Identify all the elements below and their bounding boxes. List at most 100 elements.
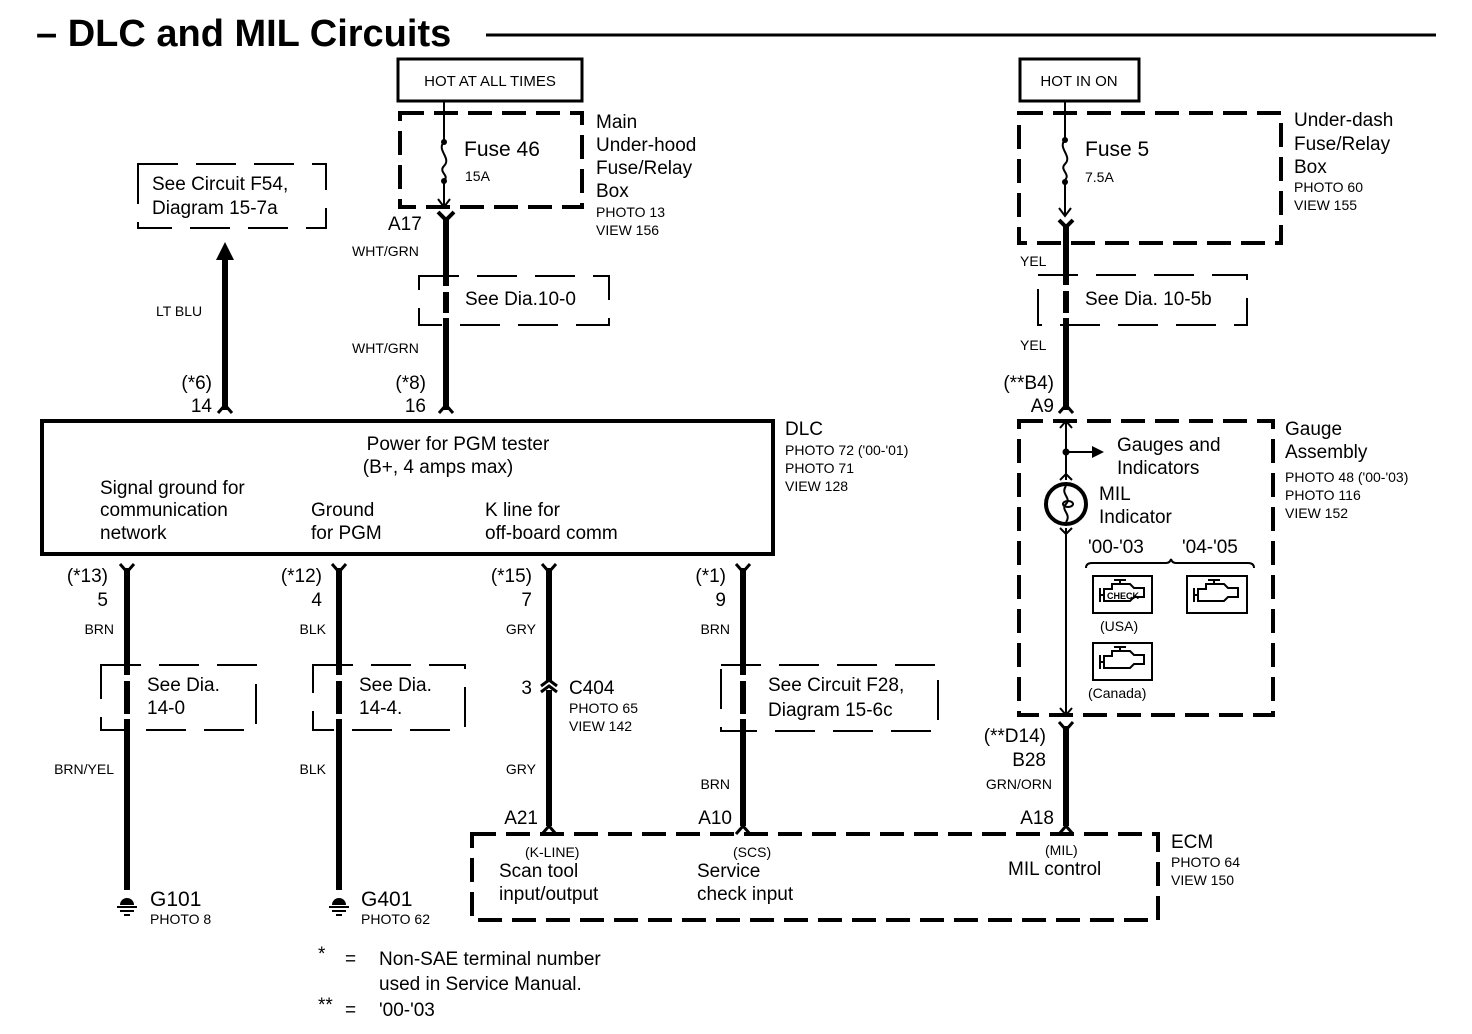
ecm-pin-a18-connector-icon <box>1057 823 1075 835</box>
ref-f54-line2[interactable]: Diagram 15-7a <box>152 198 278 219</box>
arrow-up-icon <box>216 242 234 260</box>
legend-star1-text-2: used in Service Manual. <box>379 974 582 995</box>
c404-connector-icon <box>540 678 558 694</box>
dlc-name: DLC <box>785 419 823 440</box>
legend-star2-text: '00-'03 <box>379 1000 435 1021</box>
underdash-view: VIEW 155 <box>1294 197 1357 213</box>
ref-dia-10-5b[interactable]: See Dia. 10-5b <box>1085 289 1212 310</box>
gauge-internal-wiring <box>1059 419 1104 717</box>
dlc-pin-4-alt: (*12) <box>281 566 322 587</box>
dlc-ground-pgm-1: Ground <box>311 500 374 521</box>
mil-canada-label: (Canada) <box>1088 685 1146 701</box>
legend-star1-text-1: Non-SAE terminal number <box>379 949 601 970</box>
underdash-photo: PHOTO 60 <box>1294 179 1363 195</box>
ecm-photo: PHOTO 64 <box>1171 854 1240 870</box>
dlc-photo-1: PHOTO 72 ('00-'01) <box>785 442 908 458</box>
ecm-scs-label-2: check input <box>697 884 794 905</box>
gauge-pin-a9: A9 <box>1031 396 1054 417</box>
legend-eq1: = <box>345 949 356 970</box>
ref-dia-10-0[interactable]: See Dia.10-0 <box>465 289 576 310</box>
ref-f28-line2[interactable]: Diagram 15-6c <box>768 700 893 721</box>
ref-dia-14-0-line2[interactable]: 14-0 <box>147 698 185 719</box>
ecm-scs-tag: (SCS) <box>733 844 771 860</box>
gauge-pin-b4-alt: (**B4) <box>1003 373 1054 394</box>
check-engine-04-05-icon <box>1193 579 1239 602</box>
brace-icon <box>1085 558 1255 569</box>
c404-view: VIEW 142 <box>569 718 632 734</box>
underdash-label-2: Fuse/Relay <box>1294 134 1391 155</box>
main-fuse-box-label-4: Box <box>596 181 629 202</box>
main-fuse-box-label-1: Main <box>596 112 637 133</box>
dlc-pin-16-connector-icon <box>437 402 455 414</box>
underdash-fuse-box <box>1017 111 1283 245</box>
gauge-pin-d14-alt: (**D14) <box>984 726 1046 747</box>
ecm-kline-label-2: input/output <box>499 884 599 905</box>
wire-label-wht-grn-top: WHT/GRN <box>352 243 419 259</box>
ground-g401-name: G401 <box>361 888 412 911</box>
fuse-46-icon <box>437 101 451 209</box>
dlc-pin-14-connector-icon <box>216 402 234 414</box>
wire-label-yel-bottom: YEL <box>1020 337 1047 353</box>
dlc-pin-14-num: 14 <box>191 396 213 417</box>
gauge-photo-1: PHOTO 48 ('00-'03) <box>1285 469 1408 485</box>
ecm-mil-tag: (MIL) <box>1045 842 1078 858</box>
dlc-pin-5-num: 5 <box>97 590 108 611</box>
main-fuse-box-label-2: Under-hood <box>596 135 696 156</box>
mil-label-2: Indicator <box>1099 507 1173 528</box>
ref-f54-line1[interactable]: See Circuit F54, <box>152 174 288 195</box>
ref-box-dia-14-4 <box>312 664 466 731</box>
main-fuse-box-view: VIEW 156 <box>596 222 659 238</box>
ecm-kline-tag: (K-LINE) <box>525 844 579 860</box>
ground-g101-icon <box>117 898 137 916</box>
ref-dia-14-4-line1[interactable]: See Dia. <box>359 675 432 696</box>
main-fuse-box-photo: PHOTO 13 <box>596 204 665 220</box>
gauge-view: VIEW 152 <box>1285 505 1348 521</box>
dlc-pin-16-num: 16 <box>405 396 426 417</box>
check-engine-canada-icon <box>1099 646 1145 669</box>
dlc-signal-ground-1: Signal ground for <box>100 478 245 499</box>
ecm-pin-a18: A18 <box>1020 808 1054 829</box>
ecm-kline-label-1: Scan tool <box>499 861 578 882</box>
dlc-box <box>40 419 775 556</box>
ref-box-dia-14-0 <box>100 664 257 731</box>
gauge-photo-2: PHOTO 116 <box>1285 487 1361 503</box>
fuse-5-name: Fuse 5 <box>1085 138 1149 161</box>
ref-box-f28 <box>720 664 939 732</box>
ref-box-dia-10-5b <box>1037 274 1248 326</box>
mil-04-05-frame <box>1186 575 1248 614</box>
dlc-signal-ground-2: communication <box>100 500 228 521</box>
dlc-pin-14-alt: (*6) <box>181 373 212 394</box>
wire-label-blk-bottom: BLK <box>300 761 327 777</box>
dlc-k-line-1: K line for <box>485 500 561 521</box>
wire-label-blk-top: BLK <box>300 621 327 637</box>
mil-bulb-icon <box>1044 482 1088 526</box>
ref-f28-line1[interactable]: See Circuit F28, <box>768 675 904 696</box>
dlc-pin-7-alt: (*15) <box>491 566 532 587</box>
underdash-label-1: Under-dash <box>1294 110 1393 131</box>
ground-g401-icon <box>329 898 349 916</box>
wire-label-brn-9-top: BRN <box>700 621 730 637</box>
mil-usa-label: (USA) <box>1100 618 1138 634</box>
hot-at-all-times-box <box>396 57 584 103</box>
hot-in-on-box <box>1018 57 1141 103</box>
arrow-right-icon <box>1092 446 1104 458</box>
wire-label-grn-orn: GRN/ORN <box>986 776 1052 792</box>
wire-label-brn: BRN <box>84 621 114 637</box>
ref-box-dia-10-0 <box>418 275 610 326</box>
hot-in-on-label: HOT IN ON <box>1040 73 1117 90</box>
fuse-46-name: Fuse 46 <box>464 138 540 161</box>
ref-dia-14-0-line1[interactable]: See Dia. <box>147 675 220 696</box>
legend-star1: * <box>318 944 326 965</box>
dlc-power-label-2: (B+, 4 amps max) <box>363 457 513 478</box>
dlc-k-line-2: off-board comm <box>485 523 618 544</box>
ecm-mil-label: MIL control <box>1008 859 1101 880</box>
ref-dia-14-4-line2[interactable]: 14-4. <box>359 698 402 719</box>
legend-star2: ** <box>318 995 333 1016</box>
ecm-pin-a10-connector-icon <box>734 823 752 835</box>
wire-label-brn-9-bottom: BRN <box>700 776 730 792</box>
dlc-power-label-1: Power for PGM tester <box>367 434 550 455</box>
check-text: CHECK <box>1107 591 1140 601</box>
year-label-04-05: '04-'05 <box>1182 537 1238 558</box>
dlc-ground-pgm-2: for PGM <box>311 523 382 544</box>
